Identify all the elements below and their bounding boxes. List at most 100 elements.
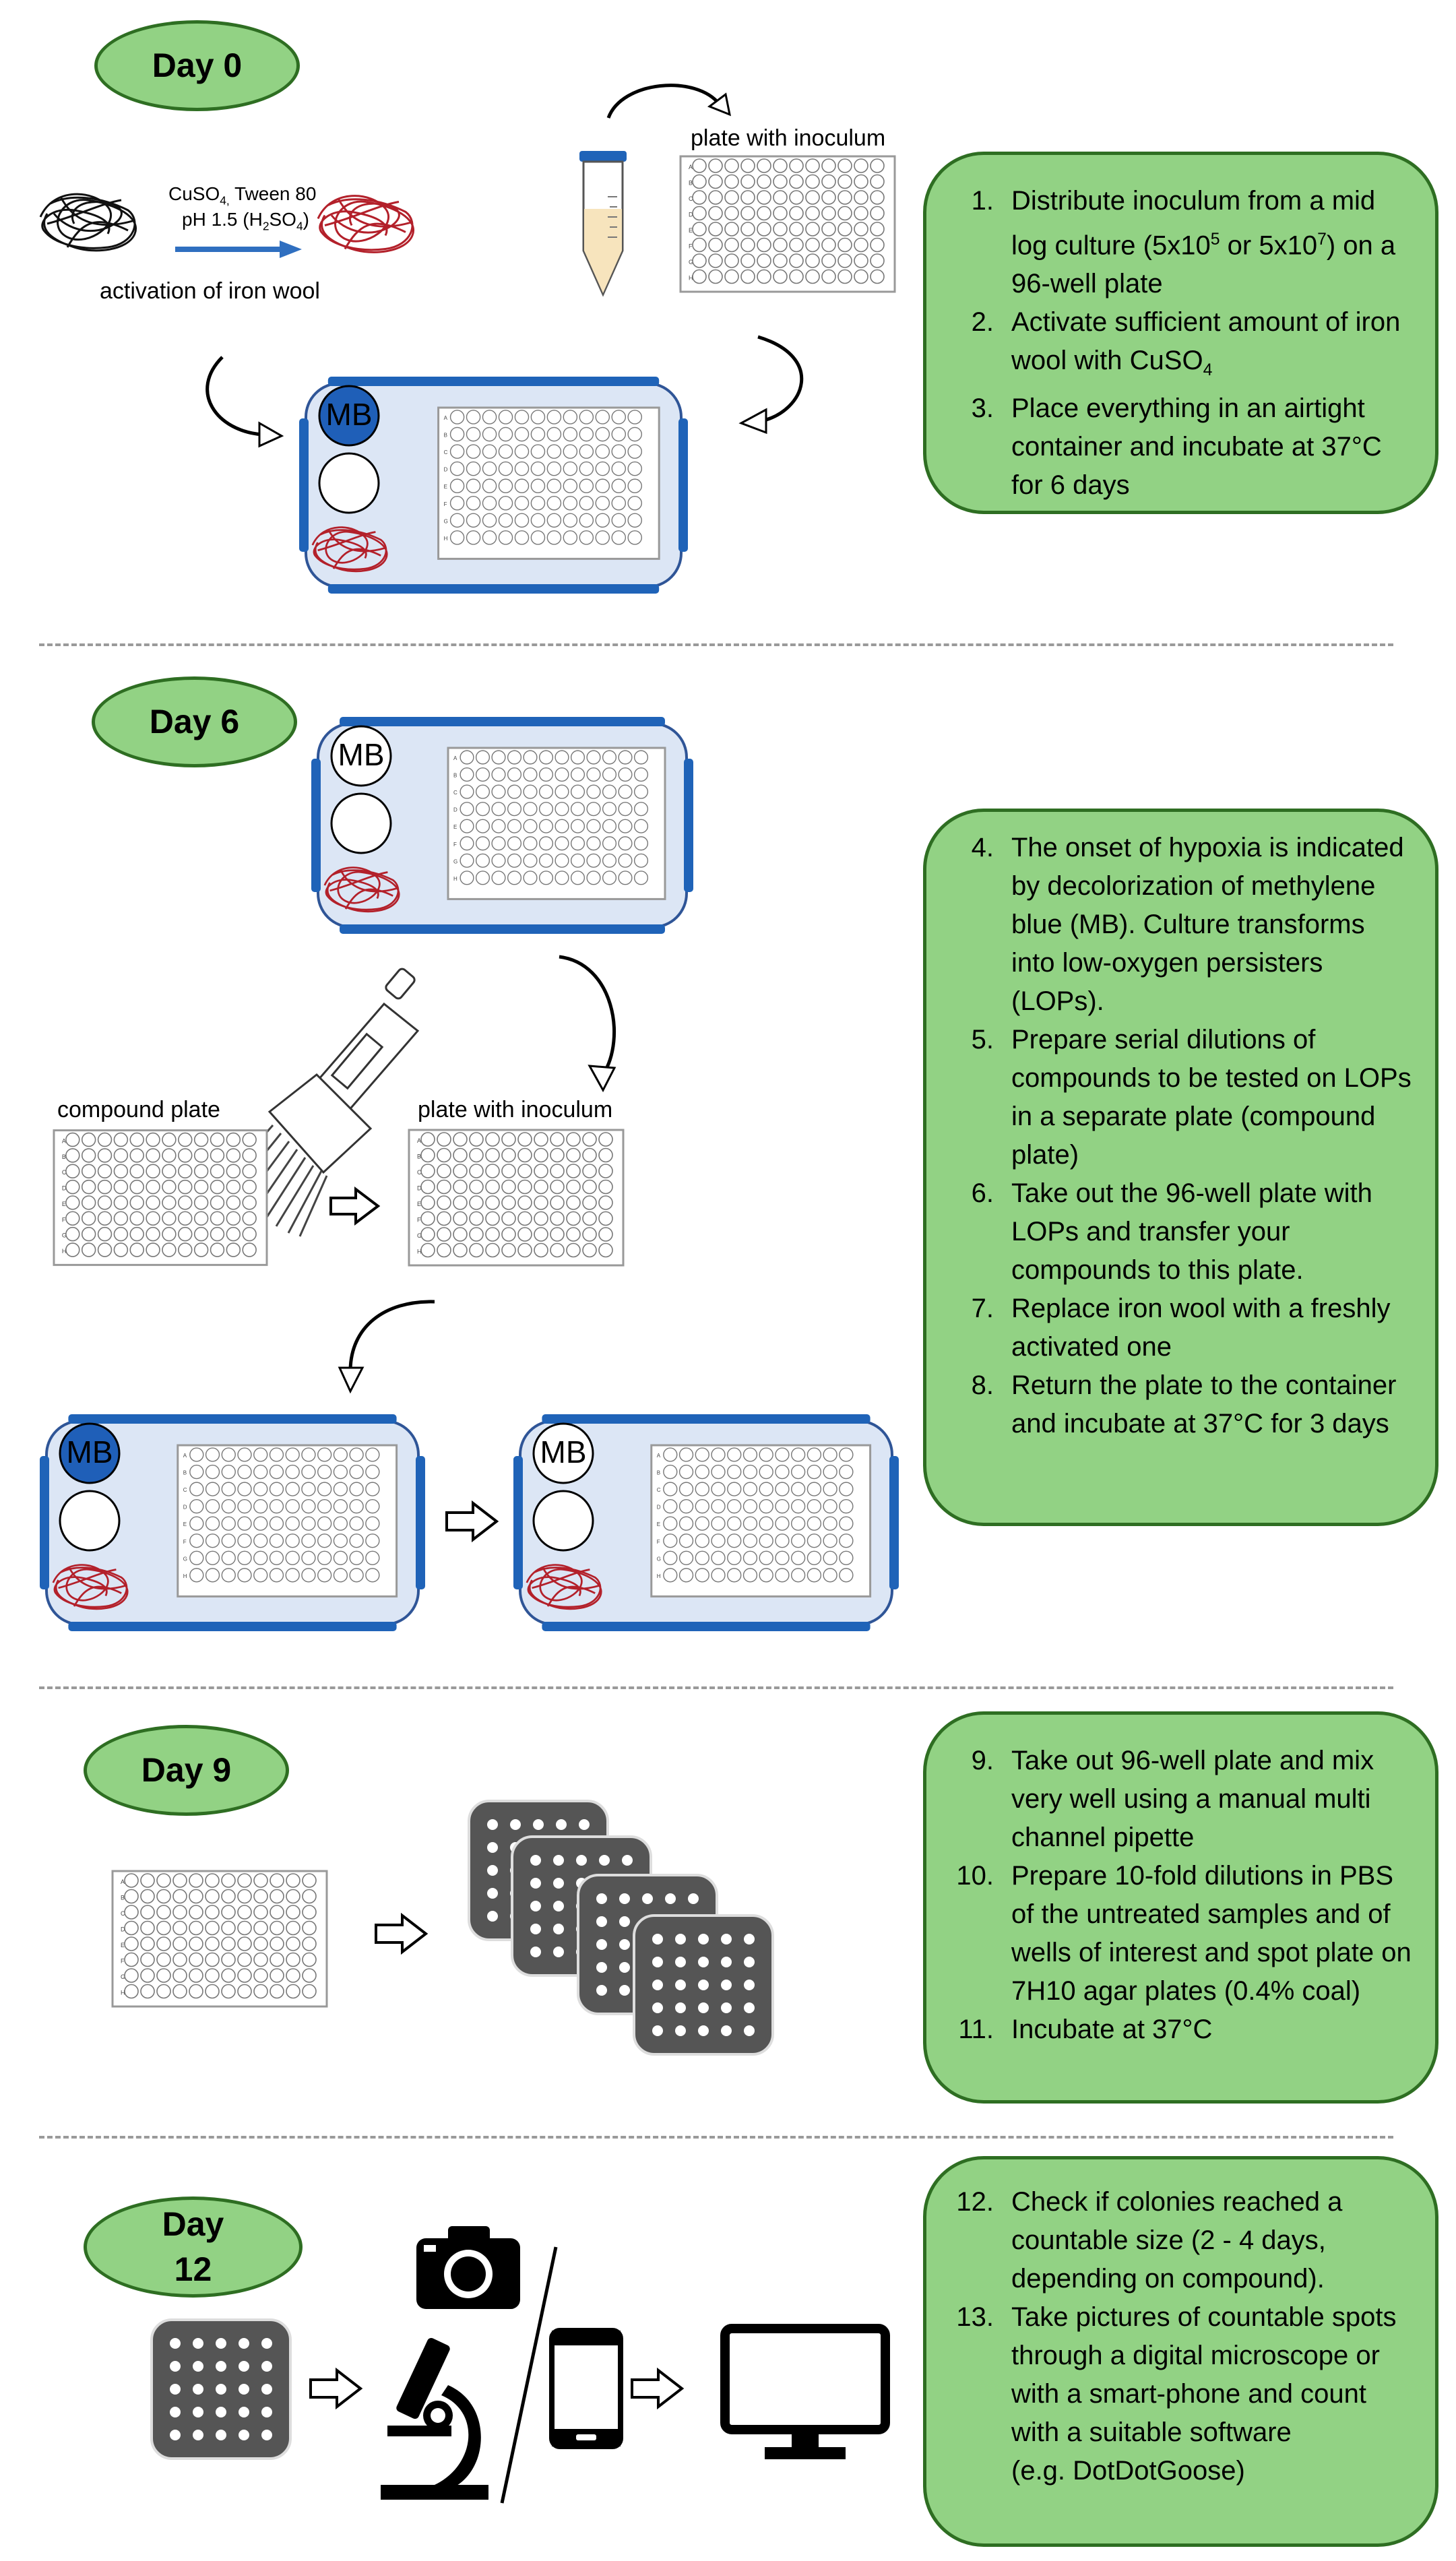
plate-well bbox=[757, 174, 771, 189]
plate-well bbox=[210, 1195, 225, 1210]
plate-well bbox=[156, 1968, 171, 1983]
plate-well bbox=[534, 1195, 548, 1210]
plate-well bbox=[724, 158, 739, 173]
plate-well bbox=[453, 1242, 468, 1258]
step-6: 6.Take out the 96-well plate with LOPs a… bbox=[971, 1178, 1372, 1285]
row-letter: F bbox=[657, 1539, 660, 1545]
colony-spot bbox=[170, 2384, 181, 2395]
plate-well bbox=[837, 174, 852, 189]
row-letter: A bbox=[183, 1453, 187, 1459]
plate-well bbox=[65, 1226, 80, 1242]
plate-well bbox=[205, 1873, 220, 1888]
plate-well bbox=[193, 1226, 209, 1242]
plate-well bbox=[534, 1147, 548, 1163]
plate-well bbox=[286, 1984, 300, 1999]
plate-well bbox=[598, 1195, 613, 1210]
row-letter: C bbox=[417, 1169, 422, 1176]
plate-well bbox=[178, 1148, 193, 1163]
row-letter: D bbox=[183, 1505, 187, 1511]
colony-spot bbox=[530, 1878, 541, 1889]
plate-well bbox=[692, 222, 707, 236]
step-8: 8.Return the plate to the container and … bbox=[971, 1370, 1397, 1438]
plate-well bbox=[724, 222, 739, 236]
row-letter: H bbox=[444, 536, 448, 542]
row-letter: A bbox=[689, 164, 693, 170]
mb-label: MB bbox=[326, 397, 373, 432]
colony-spot bbox=[530, 1924, 541, 1934]
plate-well bbox=[172, 1920, 187, 1936]
section-divider bbox=[39, 643, 1393, 646]
plate-well bbox=[517, 1164, 532, 1178]
row-letter: E bbox=[121, 1942, 125, 1949]
row-letter: C bbox=[689, 195, 693, 202]
plate-well bbox=[65, 1148, 80, 1163]
colony-spot bbox=[688, 1893, 699, 1904]
mb-label: MB bbox=[540, 1434, 587, 1469]
right-arrow-icon bbox=[375, 1912, 429, 1955]
row-letter: G bbox=[121, 1973, 125, 1980]
plate-well bbox=[65, 1242, 80, 1257]
plate-well bbox=[178, 1226, 193, 1242]
plate-well bbox=[81, 1179, 96, 1195]
plate-well bbox=[146, 1164, 160, 1178]
plate-well bbox=[270, 1968, 284, 1983]
plate-well bbox=[821, 190, 836, 205]
plate-well bbox=[210, 1164, 225, 1178]
row-letter: A bbox=[62, 1138, 66, 1145]
colony-spot bbox=[698, 1957, 709, 1967]
plate-well bbox=[708, 269, 723, 284]
plate-well bbox=[870, 222, 885, 236]
colony-spot bbox=[239, 2407, 249, 2417]
plate-well bbox=[773, 269, 788, 284]
row-letter: A bbox=[121, 1878, 125, 1885]
plate-well bbox=[178, 1242, 193, 1257]
plate-well bbox=[140, 1873, 155, 1888]
plate-well bbox=[485, 1211, 500, 1226]
plate-well bbox=[469, 1164, 484, 1178]
plate-well bbox=[81, 1195, 96, 1210]
plate-well bbox=[146, 1211, 160, 1226]
plate-well bbox=[582, 1147, 597, 1163]
plate-well bbox=[156, 1905, 171, 1920]
plate-well bbox=[65, 1195, 80, 1210]
plate-well bbox=[534, 1211, 548, 1226]
plate-well bbox=[242, 1226, 257, 1242]
plate-well bbox=[97, 1195, 113, 1210]
row-letter: B bbox=[657, 1470, 660, 1476]
plate-well bbox=[821, 205, 836, 221]
plate-well bbox=[253, 1936, 268, 1951]
plate-well bbox=[129, 1226, 144, 1242]
step-5: 5.Prepare serial dilutions of compounds … bbox=[971, 1025, 1412, 1170]
plate-well bbox=[210, 1132, 225, 1147]
plate-well bbox=[821, 269, 836, 284]
plate-well bbox=[242, 1242, 257, 1257]
plate-well bbox=[708, 253, 723, 268]
plate-well bbox=[469, 1147, 484, 1163]
row-letter: H bbox=[453, 876, 457, 882]
plate-well bbox=[485, 1179, 500, 1195]
colony-spot bbox=[642, 1893, 653, 1904]
colony-spot bbox=[261, 2430, 272, 2440]
plate-well bbox=[420, 1179, 435, 1195]
plate-well bbox=[854, 269, 868, 284]
plate-well bbox=[237, 1984, 252, 1999]
plate-well bbox=[253, 1889, 268, 1904]
plate-well bbox=[124, 1873, 139, 1888]
plate-well bbox=[773, 190, 788, 205]
plate-well bbox=[189, 1936, 203, 1951]
camera-icon bbox=[416, 2226, 520, 2309]
plate-well bbox=[757, 190, 771, 205]
plate-well bbox=[805, 269, 820, 284]
plate-well bbox=[162, 1242, 177, 1257]
plate-well bbox=[420, 1147, 435, 1163]
row-letter: G bbox=[689, 259, 693, 265]
row-letter: D bbox=[689, 212, 693, 218]
plate-well bbox=[270, 1889, 284, 1904]
plate-well bbox=[692, 237, 707, 253]
plate-well bbox=[708, 174, 723, 189]
plate-well bbox=[286, 1920, 300, 1936]
plate-well bbox=[821, 222, 836, 236]
